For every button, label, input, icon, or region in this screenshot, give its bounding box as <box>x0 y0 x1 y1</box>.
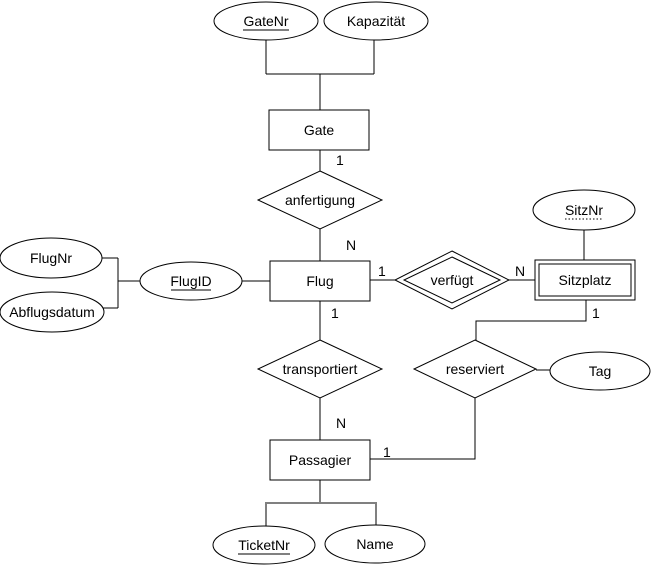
attribute-abflugsdatum-ellipse <box>0 291 105 333</box>
attribute-kapazitaet-label: Kapazität <box>347 13 405 29</box>
attribute-flugnr-label: FlugNr <box>30 250 72 266</box>
entity-sitzplatz: Sitzplatz <box>534 259 636 301</box>
attribute-gatenr-ellipse <box>213 1 319 41</box>
attribute-sitznr-ellipse <box>532 189 636 231</box>
attribute-sitznr-label: SitzNr <box>565 202 603 218</box>
cardinality-gate-anfertigung: 1 <box>336 152 344 168</box>
attribute-ticketnr: TicketNr <box>212 525 316 565</box>
entity-flug: Flug <box>269 260 371 302</box>
relationship-transportiert-diamond <box>256 339 384 399</box>
attribute-gatenr: GateNr <box>213 1 319 41</box>
entity-flug-label: Flug <box>306 273 333 289</box>
cardinality-transportiert-passagier: N <box>336 415 346 431</box>
cardinality-passagier-reserviert: 1 <box>383 444 391 460</box>
attribute-sitznr: SitzNr <box>532 189 636 231</box>
entity-gate-label: Gate <box>304 122 335 138</box>
attribute-flugid: FlugID <box>139 261 243 301</box>
relationship-anfertigung: anfertigung <box>256 170 384 230</box>
entity-gate-box <box>268 109 370 151</box>
cardinality-labels: 1 N 1 N 1 N 1 1 <box>331 152 600 460</box>
connectors <box>102 40 587 526</box>
entity-passagier-label: Passagier <box>289 452 352 468</box>
relationship-anfertigung-diamond <box>256 170 384 230</box>
relationship-verfuegt: verfügt <box>393 250 511 310</box>
attribute-name: Name <box>324 524 426 564</box>
attribute-tag-label: Tag <box>589 363 612 379</box>
relationship-verfuegt-label: verfügt <box>431 272 474 288</box>
cardinality-sitzplatz-reserviert: 1 <box>592 305 600 321</box>
attribute-tag-ellipse <box>549 351 651 391</box>
cardinality-verfuegt-sitzplatz: N <box>515 263 525 279</box>
attribute-flugid-label: FlugID <box>170 273 211 289</box>
entity-sitzplatz-label: Sitzplatz <box>559 272 612 288</box>
entity-flug-box <box>269 260 371 302</box>
relationship-reserviert: reserviert <box>412 339 538 399</box>
entity-gate: Gate <box>268 109 370 151</box>
attribute-flugnr: FlugNr <box>0 237 103 279</box>
attribute-ticketnr-label: TicketNr <box>238 537 290 553</box>
connector-reserviert-passagier <box>370 398 476 460</box>
attribute-name-label: Name <box>356 536 394 552</box>
relationship-reserviert-label: reserviert <box>446 361 504 377</box>
attribute-flugnr-ellipse <box>0 237 103 279</box>
attribute-gatenr-label: GateNr <box>243 13 288 29</box>
attribute-tag: Tag <box>549 351 651 391</box>
attribute-kapazitaet-ellipse <box>323 1 429 41</box>
attribute-kapazitaet: Kapazität <box>323 1 429 41</box>
cardinality-flug-transportiert: 1 <box>331 305 339 321</box>
entity-passagier-box <box>269 439 371 481</box>
relationship-transportiert: transportiert <box>256 339 384 399</box>
attribute-abflugsdatum: Abflugsdatum <box>0 291 105 333</box>
attribute-abflugsdatum-label: Abflugsdatum <box>9 304 95 320</box>
entity-sitzplatz-inner-box <box>538 263 632 297</box>
cardinality-anfertigung-flug: N <box>346 237 356 253</box>
relationship-reserviert-diamond <box>412 339 538 399</box>
relationship-anfertigung-label: anfertigung <box>285 192 355 208</box>
connector-sitzplatz-reserviert <box>475 300 587 340</box>
relationship-verfuegt-inner-diamond <box>402 256 502 304</box>
cardinality-flug-verfuegt: 1 <box>378 263 386 279</box>
relationship-transportiert-label: transportiert <box>283 361 358 377</box>
attribute-name-ellipse <box>324 524 426 564</box>
attribute-flugid-ellipse <box>139 261 243 301</box>
entity-passagier: Passagier <box>269 439 371 481</box>
